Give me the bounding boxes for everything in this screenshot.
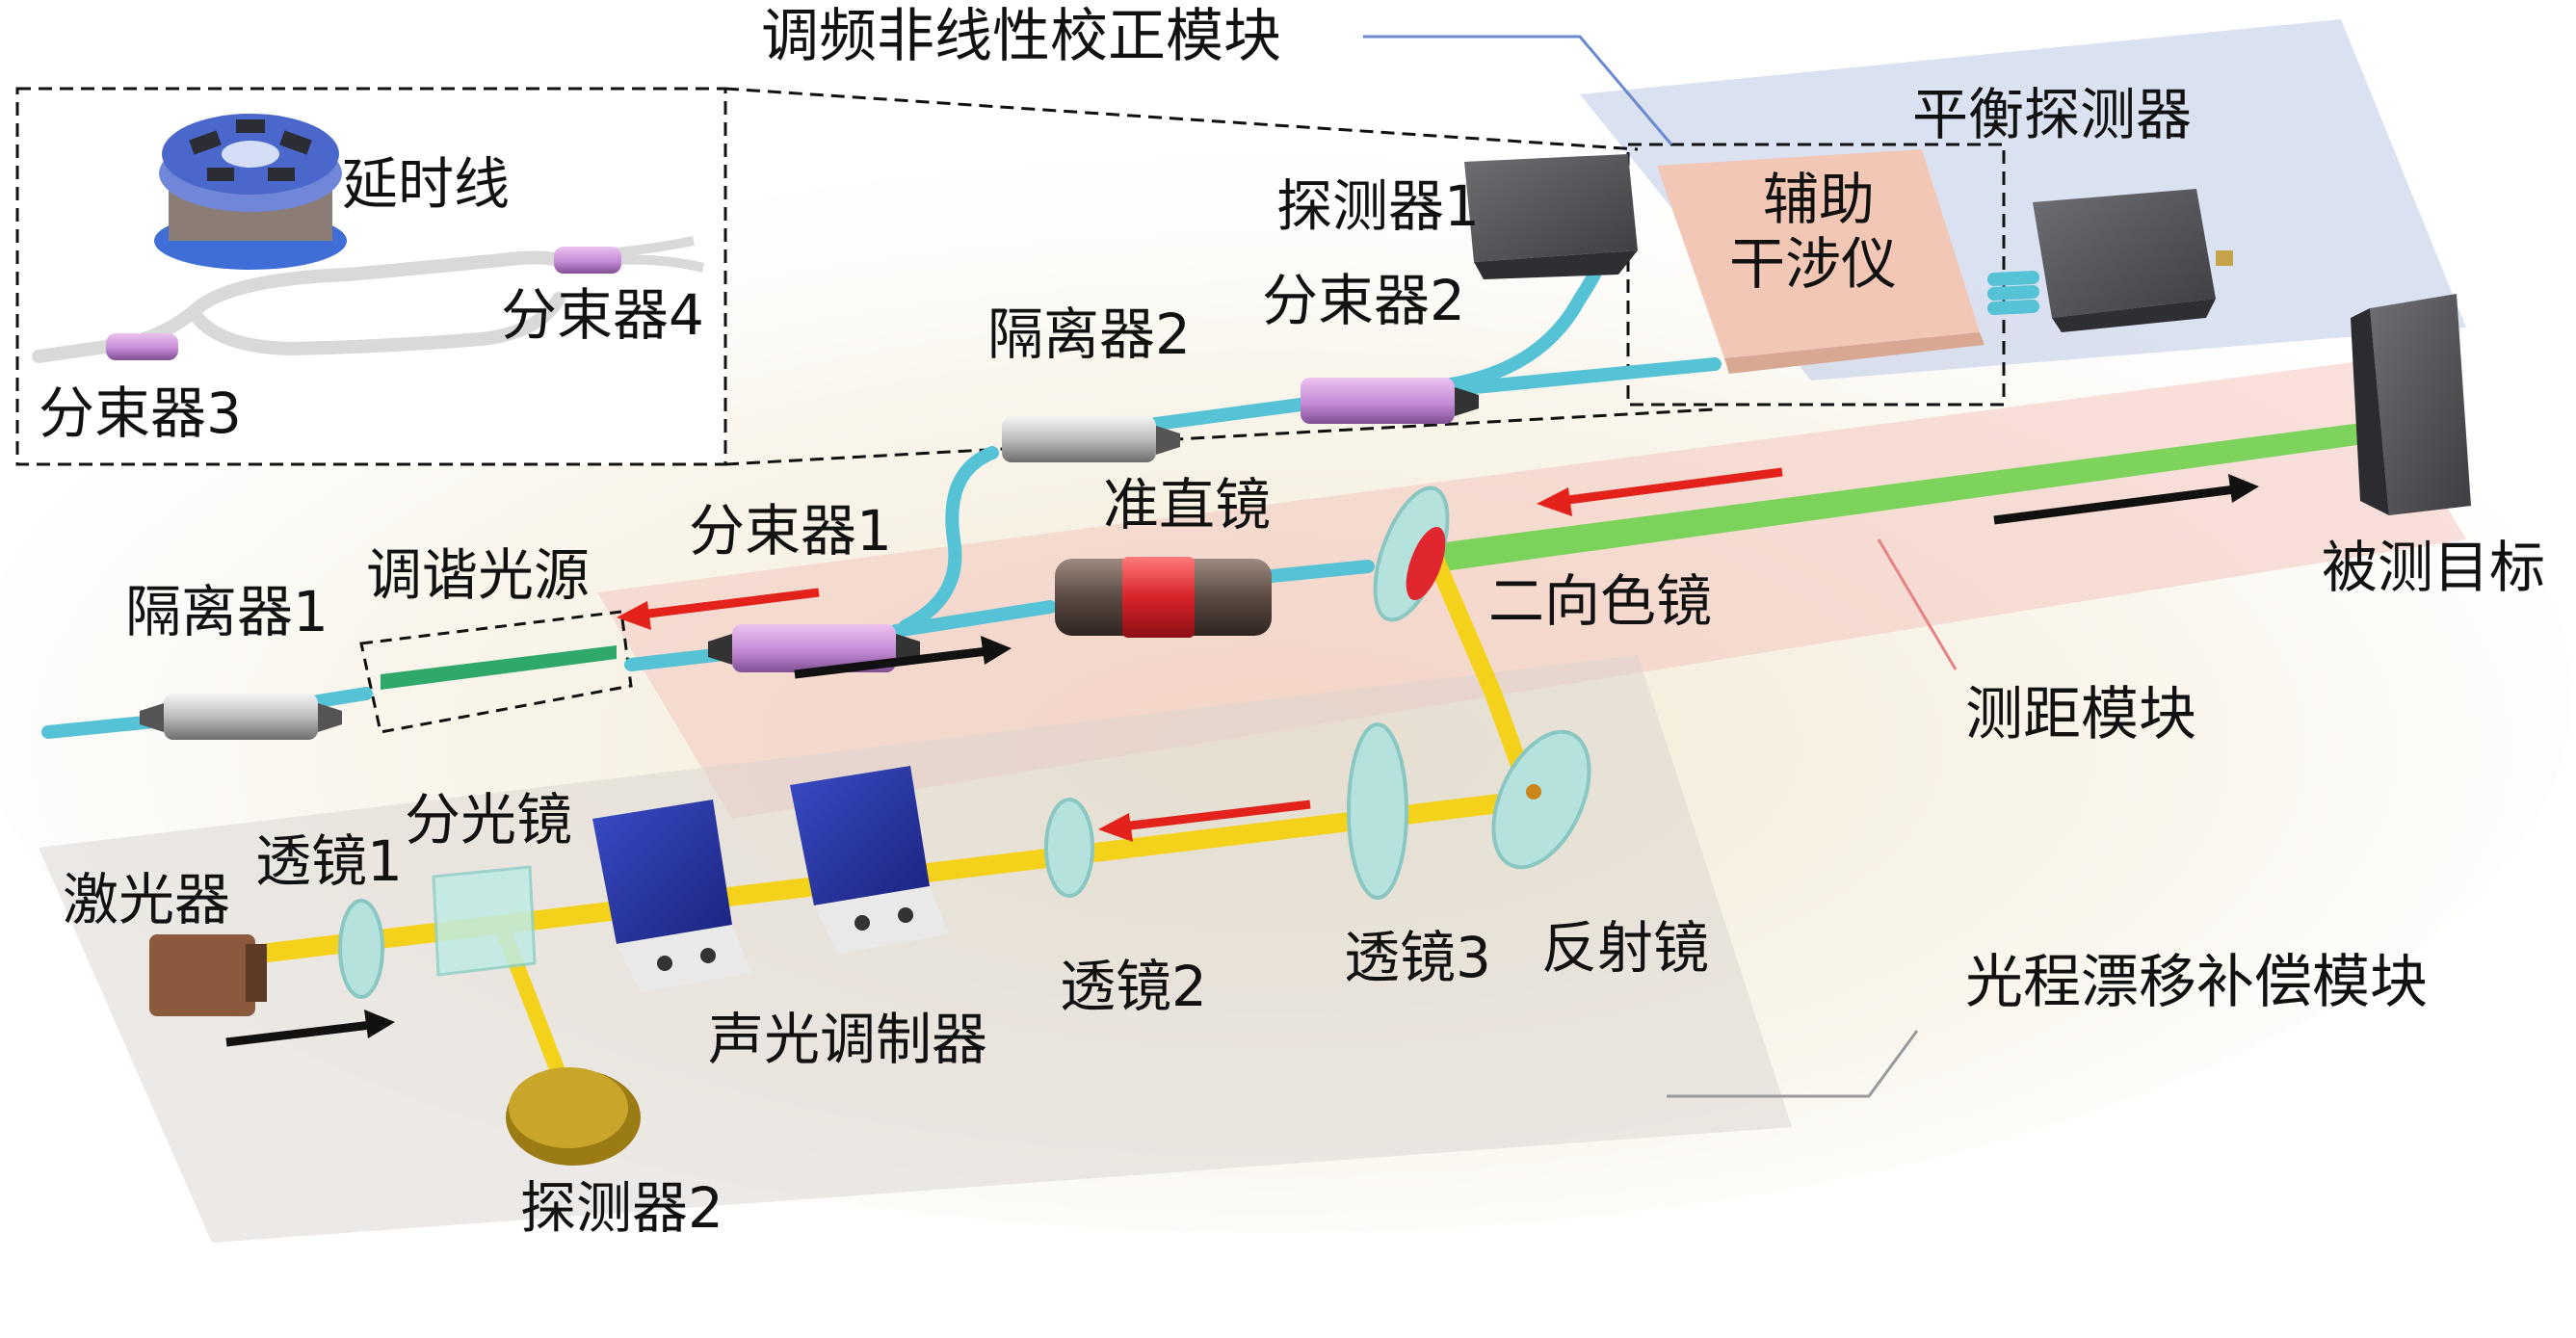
laser-label: 激光器 [63,867,231,932]
lens2-body [1044,798,1094,898]
isolator2-body [1002,416,1180,462]
balanced-detector-box [2033,189,2233,332]
drift-compensation-module-label: 光程漂移补偿模块 [1965,949,2428,1016]
aux-interferometer-label-line1: 辅助 [1763,167,1876,232]
target-label: 被测目标 [2322,535,2546,600]
isolator1-label: 隔离器1 [125,579,329,644]
collimator-body [1055,557,1272,638]
lens1-body [338,899,384,999]
inset-splitter4-body [554,247,621,274]
aux-interferometer-label-line2: 干涉仪 [1729,231,1898,297]
lens3-label: 透镜3 [1344,925,1491,990]
splitter2-body [1301,378,1479,424]
splitter1-body [708,624,920,672]
beam-splitter-label: 分光镜 [405,787,573,853]
leader-chirp-module [1363,35,1673,145]
splitter4-label: 分束器4 [501,282,704,348]
aom2-body [790,766,949,954]
aux-interferometer-box [1657,149,1985,374]
collimator-label: 准直镜 [1103,472,1272,538]
aom-label: 声光调制器 [708,1007,988,1072]
isolator1-body [140,694,342,740]
detector2-label: 探测器2 [520,1175,723,1241]
aom1-body [592,800,751,992]
red-arrows [617,467,1783,842]
reflector-label: 反射镜 [1541,915,1710,981]
inset-fiber-upper [32,250,565,363]
inset-fiber-out2 [616,254,705,273]
detector2-body [506,1067,641,1166]
laser-body [149,934,267,1016]
leader-drift-module [1667,1030,1919,1098]
lens1-label: 透镜1 [255,828,403,894]
detector1-label: 探测器1 [1276,173,1480,239]
leader-ranging-module [1877,538,1958,670]
tunable-source-grating [381,645,617,690]
lens2-label: 透镜2 [1060,954,1207,1019]
beam-splitter-cube [432,865,537,977]
inset-splitter3-body [106,333,178,360]
splitter3-label: 分束器3 [39,380,242,446]
balanced-detector-label: 平衡探测器 [1912,82,2193,147]
dichroic-mirror-label: 二向色镜 [1488,568,1713,634]
splitter2-label: 分束器2 [1262,268,1465,333]
target-block [2351,294,2471,515]
black-arrows [225,474,2259,1047]
tunable-source-dashed-box [359,610,633,734]
tunable-source-label: 调谐光源 [366,542,591,608]
delay-line-label: 延时线 [342,151,511,217]
chirp-correction-module-label: 调频非线性校正模块 [761,3,1281,70]
reflector-mirror [1491,729,1591,870]
inset-fiber-lower [191,292,565,356]
delay-line-icon [154,114,347,270]
inset-projection-bottom [724,407,1716,466]
inset-projection-top [724,87,1639,151]
ranging-module-label: 测距模块 [1965,681,2196,748]
dichroic-mirror [1373,485,1450,622]
green-beam [1431,414,2428,573]
isolator2-label: 隔离器2 [987,302,1191,367]
lens3-body [1347,722,1408,900]
splitter1-label: 分束器1 [689,498,892,564]
detector1-box [1464,154,1638,279]
